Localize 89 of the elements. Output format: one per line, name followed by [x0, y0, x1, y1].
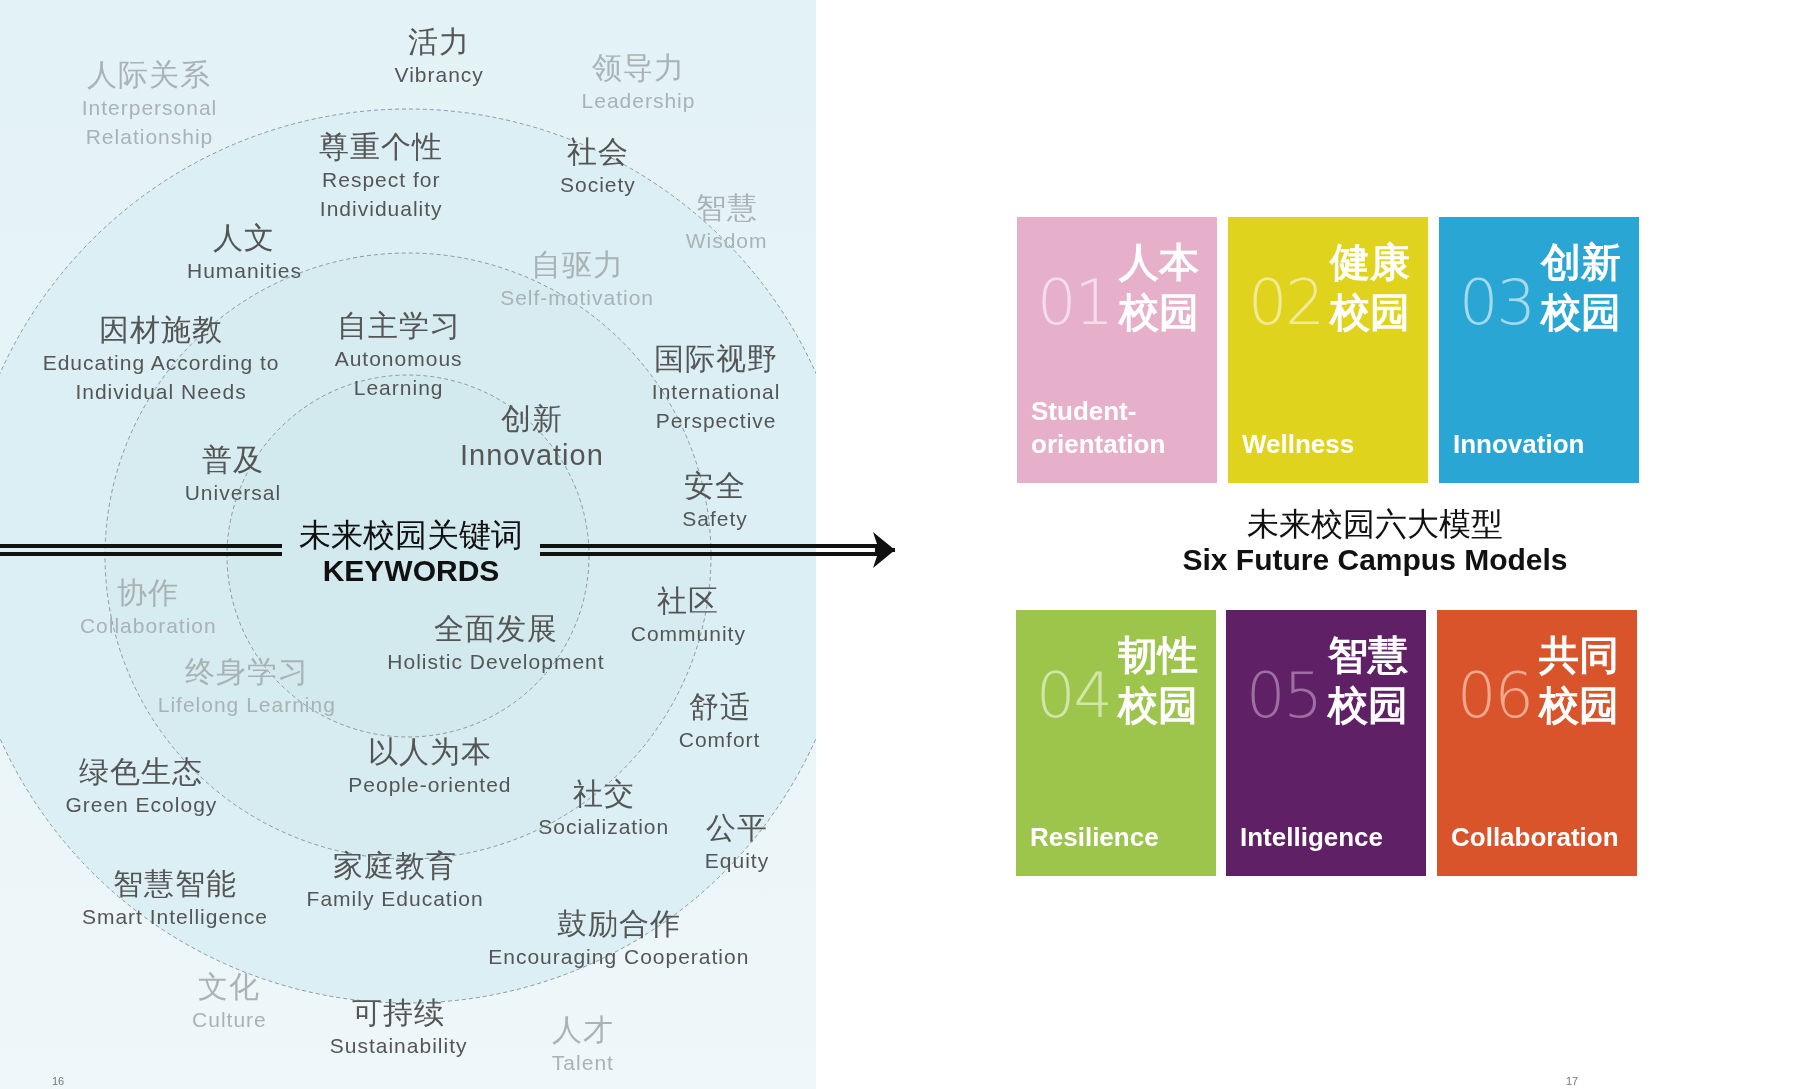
card-title-chinese: 创新校园 — [1541, 239, 1621, 336]
double-line-arrow — [538, 532, 897, 568]
keyword-chinese: 鼓励合作 — [555, 906, 682, 943]
keyword-chinese: 可持续 — [351, 995, 447, 1032]
model-card — [1228, 217, 1428, 483]
keyword-english: Collaboration — [79, 612, 217, 639]
keyword-english: Sustainability — [329, 1033, 468, 1060]
keyword-chinese: 智慧智能 — [111, 865, 238, 902]
keyword-english: Community — [630, 620, 746, 647]
card-title-chinese: 健康校园 — [1330, 239, 1410, 336]
keyword-chinese: 绿色生态 — [78, 754, 205, 791]
model-card — [1016, 610, 1216, 876]
keyword-english: Comfort — [678, 727, 761, 754]
keyword-chinese: 公平 — [705, 810, 769, 846]
keyword-english: Humanities — [187, 258, 302, 285]
keyword-chinese: 舒适 — [687, 689, 752, 726]
double-line-arrow — [0, 544, 284, 556]
keyword-chinese: 自驱力 — [529, 246, 625, 283]
keyword-english: Autonomous Learning — [333, 346, 464, 402]
keyword-chinese: 终身学习 — [183, 653, 310, 690]
keyword-english: Self-motivation — [500, 284, 654, 311]
keyword-chinese: 人际关系 — [86, 56, 213, 93]
keyword-chinese: 普及 — [200, 441, 265, 478]
keyword-chinese: 因材施教 — [98, 311, 225, 348]
model-card — [1226, 610, 1426, 876]
keyword-chinese: 自主学习 — [335, 308, 462, 345]
keyword-chinese: 文化 — [197, 968, 262, 1005]
keyword-english: People-oriented — [348, 771, 512, 798]
card-title-english: Wellness — [1242, 428, 1356, 461]
model-card — [1439, 217, 1639, 483]
keyword-english: Holistic Development — [387, 648, 605, 675]
model-card — [1017, 217, 1217, 483]
keyword-english: Green Ecology — [65, 792, 218, 819]
card-title-english: Collaboration — [1451, 821, 1620, 854]
keyword-english: Vibrancy — [394, 62, 484, 89]
card-title-english: Intelligence — [1240, 821, 1385, 854]
keyword-english: International Perspective — [650, 378, 782, 434]
page-number: 17 — [1566, 1075, 1579, 1087]
keyword-chinese: 社会 — [565, 134, 630, 171]
keyword-chinese: 全面发展 — [432, 610, 559, 647]
card-number: 06 — [1457, 664, 1532, 728]
heading-english: KEYWORDS — [321, 554, 501, 588]
keyword-chinese: 活力 — [407, 24, 472, 61]
keyword-english: Innovation — [459, 437, 604, 473]
keyword-english: Smart Intelligence — [81, 903, 268, 930]
keyword-english: Interpersonal Relationship — [80, 94, 219, 150]
keyword-english: Respect for Individuality — [318, 166, 444, 222]
keyword-chinese: 社交 — [571, 776, 636, 813]
card-number: 04 — [1036, 664, 1111, 728]
card-title-english: Innovation — [1453, 428, 1586, 461]
keyword-english: Lifelong Learning — [157, 691, 336, 718]
heading-english: Six Future Campus Models — [1181, 543, 1569, 577]
keyword-chinese: 社区 — [656, 582, 721, 619]
keyword-english: Equity — [704, 848, 770, 874]
keyword-chinese: 国际视野 — [653, 340, 780, 377]
keyword-english: Talent — [551, 1049, 614, 1076]
card-title-chinese: 共同校园 — [1539, 632, 1619, 729]
keyword-english: Wisdom — [685, 228, 768, 255]
card-title-chinese: 智慧校园 — [1328, 632, 1408, 729]
card-number: 02 — [1248, 271, 1323, 335]
card-title-chinese: 韧性校园 — [1118, 632, 1198, 729]
keyword-english: Universal — [184, 479, 282, 506]
card-number: 05 — [1246, 664, 1321, 728]
keyword-english: Educating According to Individual Needs — [41, 349, 281, 405]
keyword-chinese: 人文 — [212, 220, 277, 257]
page-number: 16 — [52, 1075, 65, 1087]
keyword-chinese: 人才 — [551, 1011, 614, 1048]
keyword-chinese: 家庭教育 — [332, 848, 459, 885]
keyword-english: Socialization — [538, 814, 670, 841]
card-title-chinese: 人本校园 — [1119, 239, 1199, 336]
card-title-english: Student-orientation — [1031, 395, 1167, 461]
card-number: 03 — [1459, 271, 1534, 335]
keyword-chinese: 安全 — [682, 468, 747, 505]
card-title-english: Resilience — [1030, 821, 1160, 854]
keyword-english: Encouraging Cooperation — [488, 944, 750, 971]
keyword-chinese: 智慧 — [694, 190, 759, 227]
keyword-english: Society — [560, 172, 636, 199]
keyword-english: Family Education — [306, 886, 484, 913]
keyword-english: Leadership — [581, 87, 696, 114]
keyword-english: Safety — [682, 506, 748, 533]
keyword-chinese: 协作 — [116, 574, 181, 611]
keyword-chinese: 领导力 — [591, 49, 686, 86]
keyword-chinese: 创新 — [499, 400, 564, 437]
heading-chinese: 未来校园六大模型 — [1246, 505, 1504, 543]
keyword-english: Culture — [192, 1006, 267, 1033]
keyword-chinese: 以人为本 — [366, 733, 493, 770]
model-card — [1437, 610, 1637, 876]
heading-chinese: 未来校园关键词 — [298, 516, 524, 554]
keyword-chinese: 尊重个性 — [318, 128, 445, 165]
